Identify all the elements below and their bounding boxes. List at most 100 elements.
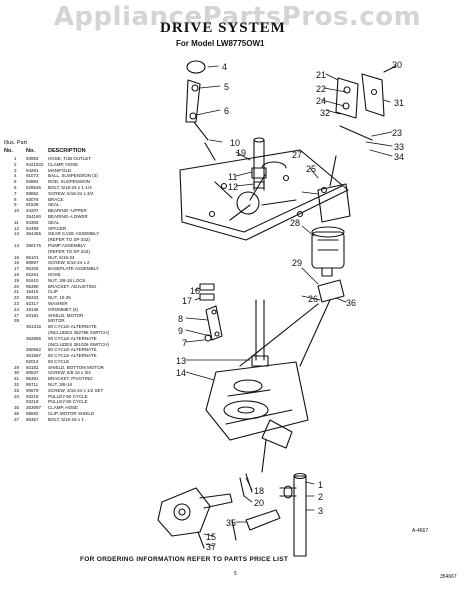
part-number: 19136 xyxy=(26,306,39,312)
part-description: NUT, 5/16-24 xyxy=(48,254,75,260)
part-number: 354190 xyxy=(26,213,42,219)
callout-36: 36 xyxy=(346,298,356,308)
callout-13: 13 xyxy=(176,356,186,366)
callout-35: 35 xyxy=(226,518,236,528)
diagram-drawing xyxy=(157,60,397,557)
part-description: SPACER xyxy=(48,225,67,231)
part-number: 95711 xyxy=(26,382,39,388)
part-key: 3 xyxy=(14,167,17,173)
part-description: SHIELD, MOTOR xyxy=(48,312,84,318)
parts-header-description: DESCRIPTION xyxy=(48,148,86,154)
callout-28: 28 xyxy=(290,218,300,228)
part-key: 5 xyxy=(14,179,17,185)
part-key: 30 xyxy=(14,370,20,376)
part-key: 34 xyxy=(14,393,20,399)
callout-31: 31 xyxy=(394,98,404,108)
part-number: 98862 xyxy=(26,190,39,196)
part-number: 92489 xyxy=(26,225,39,231)
part-key: 23 xyxy=(14,300,20,306)
parts-header-part: No. xyxy=(26,148,35,154)
part-key: 32 xyxy=(14,382,20,388)
part-number: 628546 xyxy=(26,184,42,190)
parts-header-illus: Illus. Part xyxy=(4,140,27,146)
drawing-code: 354667 xyxy=(440,574,457,580)
part-description: SCREW, 3/16-24 x 1/2 SET xyxy=(48,387,104,393)
callout-3: 3 xyxy=(318,506,323,516)
part-number: 361597 xyxy=(26,353,42,359)
part-number: 90537 xyxy=(26,370,39,376)
callout-1: 1 xyxy=(318,480,323,490)
callout-32: 32 xyxy=(320,108,330,118)
baseplate xyxy=(179,149,349,241)
parts-row: (INCLUDES 361026 SWITCH) xyxy=(14,342,164,348)
suspension-rod xyxy=(185,79,201,123)
part-description: BALL, SUSPENSION (3) xyxy=(48,173,98,179)
part-number: 93076 xyxy=(26,196,39,202)
part-number: 364465 xyxy=(26,231,42,237)
callout-labels: 1234567891011121314151617181920212223242… xyxy=(176,60,404,552)
part-description: PULLEY-50 CYCLE xyxy=(48,399,88,405)
part-description: BRACE xyxy=(48,196,64,202)
part-key: 16 xyxy=(14,260,20,266)
part-description: 50 CYCLE xyxy=(48,358,70,364)
part-description: HOSE xyxy=(48,271,61,277)
part-number: 9421822 xyxy=(26,161,44,167)
part-number: 94291 xyxy=(26,167,39,173)
part-description: CLAMP, HOSE xyxy=(48,161,79,167)
part-description: SCREW, 5/8-16 x 3/4 xyxy=(48,370,91,376)
callout-15: 15 xyxy=(206,532,216,542)
part-description: BOLT, 5/16-24 x 1-1/4 xyxy=(48,184,92,190)
part-description: CLAMP, HOSE xyxy=(48,405,79,411)
callout-18: 18 xyxy=(254,486,264,496)
part-key: 21 xyxy=(14,289,20,295)
callout-14: 14 xyxy=(176,368,186,378)
part-key: 27 xyxy=(14,312,20,318)
part-description: ROD, SUSPENSION xyxy=(48,179,91,185)
part-number: 95390 xyxy=(26,283,39,289)
part-key: 28 xyxy=(14,318,20,324)
part-description: SCREW, 5/16-24 x 2 xyxy=(48,260,90,266)
part-key: 18 xyxy=(14,271,20,277)
page-number: 5 xyxy=(234,571,237,577)
part-description: PULLEY-60 CYCLE xyxy=(48,393,88,399)
part-key: 20 xyxy=(14,283,20,289)
part-description: 60 CYCLE-ALTERNATE xyxy=(48,335,97,341)
part-description: GEAR CASE ASSEMBLY xyxy=(48,231,100,237)
model-subtitle: For Model LW8775OW1 xyxy=(176,39,265,48)
reference-code: A-4667 xyxy=(412,528,429,534)
callout-17: 17 xyxy=(182,296,192,306)
part-key: 35 xyxy=(14,405,20,411)
callout-16: 16 xyxy=(190,286,200,296)
part-number: 95333 xyxy=(26,295,39,301)
callout-22: 22 xyxy=(316,84,326,94)
motor-bottom-shield xyxy=(317,279,345,303)
manifold xyxy=(293,475,307,557)
adjusting-bracket xyxy=(335,77,359,119)
part-description: PUMP ASSEMBLY xyxy=(48,242,86,248)
parts-row: (REFER TO SP-342) xyxy=(14,237,164,243)
part-number: 82012 xyxy=(26,358,39,364)
part-description: BASEPLATE ASSEMBLY xyxy=(48,266,99,272)
parts-row: 30 90537 SCREW, 5/8-16 x 3/4 xyxy=(14,370,164,376)
part-number: 93983 xyxy=(26,156,39,161)
callout-2: 2 xyxy=(318,492,323,502)
callout-19: 19 xyxy=(236,148,246,158)
